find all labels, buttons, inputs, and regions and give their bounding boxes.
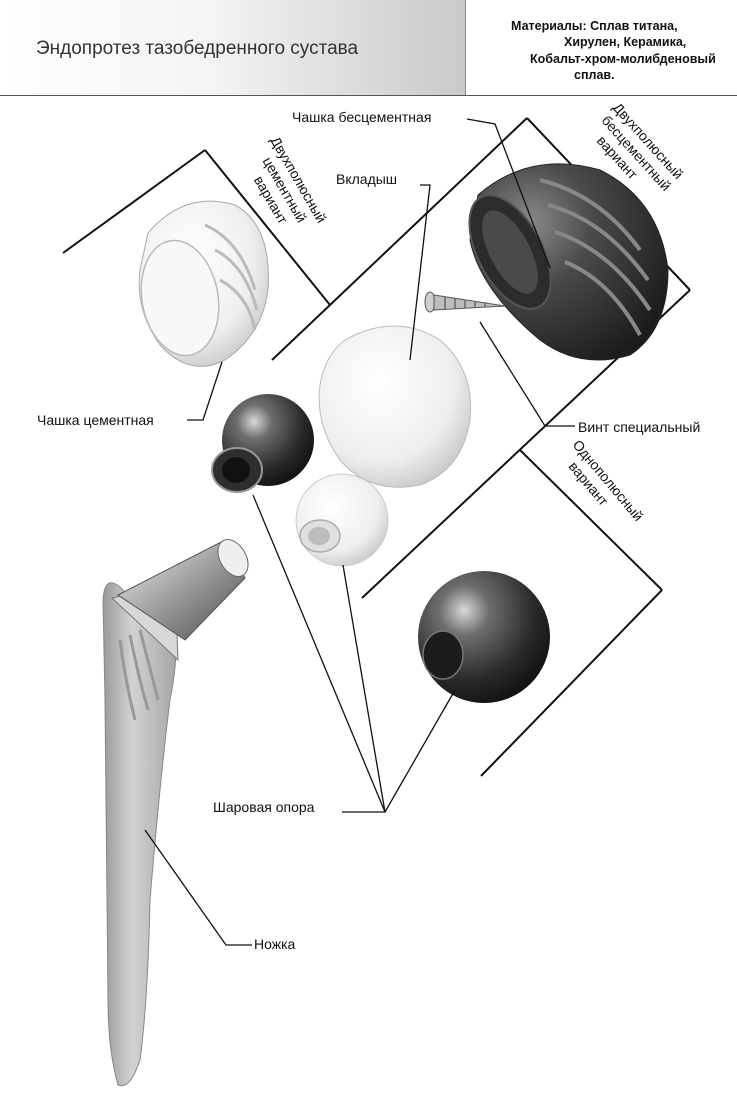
unipolar-metal-ball — [418, 571, 550, 703]
header: Эндопротез тазобедренного сустава Матери… — [0, 0, 737, 96]
label-screw: Винт специальный — [578, 419, 700, 435]
label-stem: Ножка — [254, 936, 296, 952]
label-liner: Вкладыш — [336, 171, 397, 187]
leader-liner — [409, 184, 431, 361]
bipolar-metal-head — [211, 394, 314, 493]
header-divider — [465, 0, 466, 96]
ceramic-ball-head — [295, 473, 389, 567]
label-unipolar: Однополюсный вариант — [566, 437, 647, 524]
page-title: Эндопротез тазобедренного сустава — [36, 38, 359, 59]
bracket-bipolar-cemented — [62, 149, 331, 306]
header-rule — [0, 95, 737, 96]
title-box: Эндопротез тазобедренного сустава — [0, 0, 465, 96]
materials-line-4: сплав. — [574, 68, 615, 82]
leader-cup-cemented — [187, 361, 223, 421]
bracket-unipolar — [480, 449, 663, 777]
label-cup-cementless: Чашка бесцементная — [292, 109, 431, 125]
leader-ball-2 — [342, 564, 386, 813]
materials-line-3: Кобальт-хром-молибденовый — [530, 52, 716, 66]
materials-line-2: Хирулен, Керамика, — [564, 35, 687, 49]
materials-box: Материалы: Сплав титана, Хирулен, Керами… — [466, 0, 737, 96]
leader-stem — [144, 829, 252, 946]
screw — [424, 291, 506, 313]
femoral-stem — [102, 539, 249, 1087]
leader-cup-cementless — [466, 118, 551, 269]
leader-lines — [144, 118, 575, 946]
label-cup-cemented: Чашка цементная — [37, 412, 154, 428]
label-ball-head: Шаровая опора — [213, 799, 315, 815]
liner — [318, 325, 472, 488]
leader-screw — [479, 321, 575, 427]
materials-line-1: Материалы: Сплав титана, — [511, 19, 678, 33]
cemented-cup — [138, 200, 269, 367]
leader-ball-3 — [384, 689, 456, 813]
cementless-cup — [468, 163, 669, 361]
